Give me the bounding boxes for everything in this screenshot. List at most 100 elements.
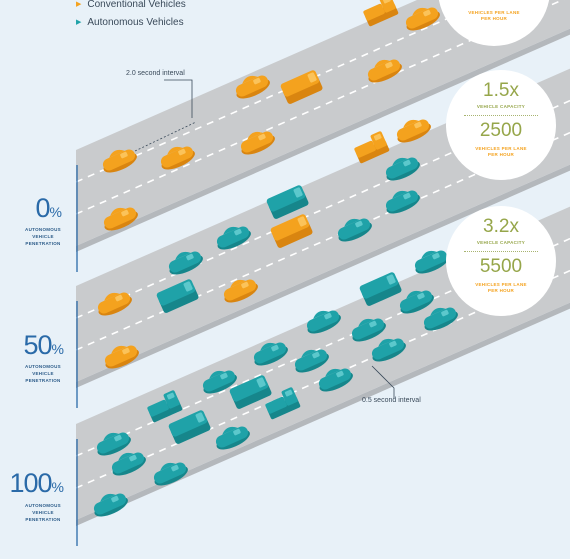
conventional-truck-vehicle	[363, 0, 399, 27]
stat-100-throughput-value: 5500	[479, 256, 523, 277]
road-0-edge	[76, 28, 570, 252]
autonomous-sedan-vehicle	[399, 290, 434, 314]
interval-leader-2s	[164, 79, 193, 118]
autonomous-sedan-vehicle	[318, 368, 353, 392]
interval-leader-05s	[371, 365, 395, 398]
conventional-sedan-vehicle	[367, 59, 402, 83]
autonomous-sedan-vehicle	[202, 370, 237, 394]
autonomous-sedan-vehicle	[371, 338, 406, 362]
stat-0-bottom-caption: VEHICLES PER LANE PER HOUR	[438, 10, 550, 22]
legend-autonomous: ▶ Autonomous Vehicles	[76, 17, 184, 28]
autonomous-sedan-vehicle	[216, 226, 251, 250]
penetration-50-caption: AUTONOMOUS VEHICLE PENETRATION	[18, 363, 68, 384]
autonomous-van-vehicle	[359, 272, 402, 306]
penetration-0-symbol: %	[49, 204, 62, 220]
caption-line: PER HOUR	[480, 16, 508, 21]
stat-100-throughput-caption: VEHICLES PER LANE PER HOUR	[446, 282, 556, 294]
stat-separator	[464, 251, 538, 252]
caption-line: AUTONOMOUS	[25, 364, 61, 369]
stat-50-throughput-value: 2500	[479, 120, 523, 141]
stat-100-capacity-caption: VEHICLE CAPACITY	[446, 240, 556, 246]
road-50	[76, 68, 570, 382]
penetration-0-value: 0	[35, 193, 51, 223]
penetration-50: 50%	[10, 330, 65, 361]
caption-line: AUTONOMOUS	[25, 227, 61, 232]
conventional-sedan-vehicle	[396, 119, 431, 143]
caption-line: VEHICLE	[32, 371, 54, 376]
legend-autonomous-label: Autonomous Vehicles	[87, 17, 184, 28]
autonomous-sedan-vehicle	[111, 452, 146, 476]
autonomous-sedan-vehicle	[153, 462, 188, 486]
autonomous-sedan-vehicle	[385, 190, 420, 214]
roads-layer	[75, 0, 570, 546]
conventional-sedan-vehicle	[102, 149, 137, 173]
penetration-50-value: 50	[23, 330, 53, 360]
penetration-100-value: 100	[9, 468, 52, 498]
autonomous-sedan-vehicle	[253, 342, 288, 366]
penetration-100-caption: AUTONOMOUS VEHICLE PENETRATION	[18, 502, 68, 523]
conventional-sedan-vehicle	[160, 146, 195, 170]
stat-50-capacity-value: 1.5x	[483, 80, 519, 101]
caption-line: VEHICLES PER LANE	[475, 282, 527, 287]
conventional-sedan-vehicle	[223, 279, 258, 303]
autonomous-sedan-vehicle	[168, 251, 203, 275]
conventional-sedan-vehicle	[235, 75, 270, 99]
conventional-van-vehicle	[280, 70, 323, 104]
caption-line: PENETRATION	[25, 517, 61, 522]
penetration-50-symbol: %	[51, 341, 64, 357]
autonomous-sedan-vehicle	[96, 432, 131, 456]
legend-conventional: ▶ Conventional Vehicles	[76, 0, 186, 10]
caption-line: PENETRATION	[25, 241, 61, 246]
caption-line: VEHICLE CAPACITY	[476, 104, 526, 109]
stat-50-throughput-caption: VEHICLES PER LANE PER HOUR	[446, 146, 556, 158]
legend-conventional-label: Conventional Vehicles	[87, 0, 186, 10]
autonomous-van-vehicle	[168, 410, 211, 444]
autonomous-sedan-vehicle	[215, 426, 250, 450]
caption-line: AUTONOMOUS	[25, 503, 61, 508]
penetration-0-caption: AUTONOMOUS VEHICLE PENETRATION	[18, 226, 68, 247]
autonomous-sedan-vehicle	[306, 310, 341, 334]
conventional-sedan-vehicle	[103, 207, 138, 231]
caption-line: VEHICLE	[32, 234, 54, 239]
caption-line: PER HOUR	[487, 152, 515, 157]
stat-50-capacity-caption: VEHICLE CAPACITY	[446, 104, 556, 110]
caption-line: VEHICLES PER LANE	[468, 10, 520, 15]
road-0	[76, 0, 570, 246]
autonomous-sedan-vehicle	[294, 349, 329, 373]
autonomous-sedan-vehicle	[423, 307, 458, 331]
autonomous-sedan-vehicle	[385, 157, 420, 181]
conventional-sedan-vehicle	[97, 292, 132, 316]
conventional-truck-vehicle	[354, 131, 390, 164]
penetration-100-symbol: %	[51, 479, 64, 495]
conventional-sedan-vehicle	[405, 7, 440, 31]
annotation-leaders	[134, 79, 395, 398]
penetration-0: 0%	[10, 193, 62, 224]
autonomous-truck-vehicle	[147, 390, 183, 423]
autonomous-van-vehicle	[229, 375, 272, 409]
caption-line: PENETRATION	[25, 378, 61, 383]
stat-circle-100: 3.2x VEHICLE CAPACITY 5500 VEHICLES PER …	[446, 206, 556, 316]
orange-triangle-icon: ▶	[76, 1, 82, 8]
stat-circle-50: 1.5x VEHICLE CAPACITY 2500 VEHICLES PER …	[446, 70, 556, 180]
stat-100-capacity-value: 3.2x	[483, 216, 519, 237]
interval-annotation-2s: 2.0 second interval	[126, 70, 185, 77]
autonomous-truck-vehicle	[265, 387, 301, 420]
road-100-edge	[76, 302, 570, 526]
caption-line: PER HOUR	[487, 288, 515, 293]
interval-span-2s	[134, 121, 197, 152]
vehicles-layer	[93, 0, 458, 517]
teal-triangle-icon: ▶	[76, 19, 82, 26]
interval-annotation-05s: 0.5 second interval	[362, 397, 421, 404]
caption-line: VEHICLE	[32, 510, 54, 515]
autonomous-sedan-vehicle	[351, 318, 386, 342]
penetration-100: 100%	[4, 468, 64, 499]
autonomous-sedan-vehicle	[337, 218, 372, 242]
caption-line: VEHICLES PER LANE	[475, 146, 527, 151]
autonomous-van-vehicle	[266, 185, 309, 219]
autonomous-van-vehicle	[156, 279, 199, 313]
stat-separator	[464, 115, 538, 116]
conventional-sedan-vehicle	[104, 345, 139, 369]
conventional-sedan-vehicle	[240, 131, 275, 155]
caption-line: VEHICLE CAPACITY	[476, 240, 526, 245]
